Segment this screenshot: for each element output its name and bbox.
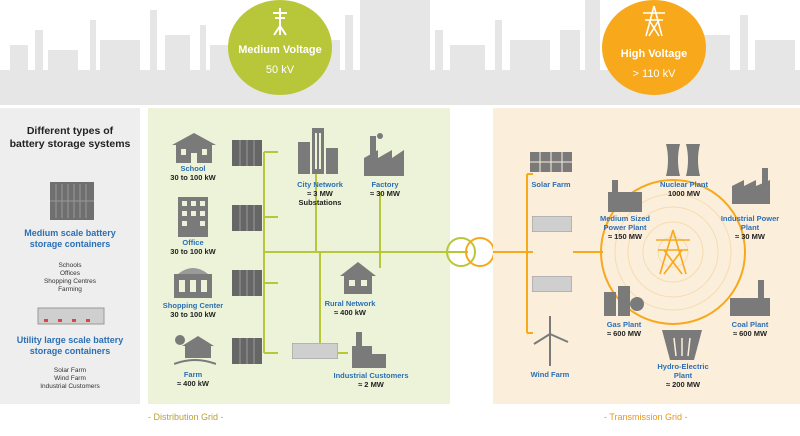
city-name: City Network xyxy=(297,180,343,189)
legend-medium-title: Medium scale battery storage containers xyxy=(24,228,116,249)
transmission-tower-icon xyxy=(643,5,665,37)
medium-plant-node: Medium Sized Power Plant≈ 150 MW xyxy=(596,214,654,241)
shopping-value: 30 to 100 kW xyxy=(170,310,216,319)
factory-node: Factory≈ 30 MW xyxy=(358,180,412,198)
legend-medium-item: Schools xyxy=(58,262,82,269)
battery-container-icon xyxy=(232,140,262,166)
legend-utility-item: Wind Farm xyxy=(54,375,86,382)
legend-medium-item: Farming xyxy=(58,286,82,293)
battery-container-icon xyxy=(50,182,94,220)
power-plant-icon xyxy=(608,180,642,212)
office-name: Office xyxy=(182,238,204,247)
shopping-center-icon xyxy=(174,268,212,298)
nuclear-value: 1000 MW xyxy=(667,189,701,198)
school-icon xyxy=(172,133,216,163)
utility-container-icon xyxy=(37,307,105,325)
house-icon xyxy=(340,262,376,294)
industrial-node: Industrial Customers≈ 2 MW xyxy=(326,371,416,389)
factory-name: Factory xyxy=(371,180,399,189)
rural-value: ≈ 400 kW xyxy=(333,308,367,317)
coal-value: ≈ 600 MW xyxy=(732,329,768,338)
transmission-tower-icon xyxy=(656,229,690,275)
wind-name: Wind Farm xyxy=(530,370,570,379)
hydro-plant-icon xyxy=(662,330,702,360)
hydro-value: ≈ 200 MW xyxy=(665,380,701,389)
school-name: School xyxy=(180,164,206,173)
hydro-name: Hydro-Electric Plant xyxy=(657,362,709,380)
medium-plant-value: ≈ 150 MW xyxy=(607,232,643,241)
legend-utility-item: Solar Farm xyxy=(53,367,87,374)
battery-container-icon xyxy=(232,338,262,364)
shopping-name: Shopping Center xyxy=(162,301,224,310)
battery-container-icon xyxy=(232,205,262,231)
legend-title: Different types of battery storage syste… xyxy=(9,125,131,150)
school-value: 30 to 100 kW xyxy=(170,173,216,182)
high-voltage-badge: High Voltage > 110 kV xyxy=(602,0,706,95)
solar-name: Solar Farm xyxy=(531,180,571,189)
legend-medium-item: Shopping Centres xyxy=(43,278,97,285)
high-voltage-title: High Voltage xyxy=(620,48,688,60)
gas-name: Gas Plant xyxy=(606,320,642,329)
transmission-grid-label: - Transmission Grid - xyxy=(604,412,688,422)
hydro-node: Hydro-Electric Plant≈ 200 MW xyxy=(652,362,714,389)
office-icon xyxy=(178,197,208,237)
medium-voltage-badge: Medium Voltage 50 kV xyxy=(228,0,332,95)
industrial-plant-icon xyxy=(732,168,770,204)
nuclear-plant-icon xyxy=(666,144,700,176)
gas-value: ≈ 600 MW xyxy=(606,329,642,338)
legend-utility-item: Industrial Customers xyxy=(40,383,100,390)
coal-node: Coal Plant≈ 600 MW xyxy=(722,320,778,338)
coal-name: Coal Plant xyxy=(731,320,769,329)
industrial-plant-name: Industrial Power Plant xyxy=(720,214,780,232)
industrial-plant-value: ≈ 30 MW xyxy=(735,232,765,241)
farm-node: Farm≈ 400 kW xyxy=(165,370,221,388)
wind-node: Wind Farm xyxy=(522,370,578,379)
legend-utility-title: Utility large scale battery storage cont… xyxy=(16,335,124,356)
industrial-value: ≈ 2 MW xyxy=(358,380,384,389)
transmission-connections xyxy=(493,173,746,334)
utility-container-icon xyxy=(532,276,572,292)
farm-icon xyxy=(174,335,216,365)
medium-voltage-title: Medium Voltage xyxy=(238,44,322,56)
office-value: 30 to 100 kW xyxy=(170,247,216,256)
industrial-plant-node: Industrial Power Plant≈ 30 MW xyxy=(720,214,780,241)
gas-plant-icon xyxy=(604,286,644,316)
gas-node: Gas Plant≈ 600 MW xyxy=(596,320,652,338)
city-value: ≈ 3 MW xyxy=(307,189,333,198)
distribution-connections xyxy=(263,151,493,354)
power-pole-icon xyxy=(273,8,287,36)
legend-medium-items: Schools Offices Shopping Centres Farming xyxy=(8,262,132,294)
wind-turbine-icon xyxy=(533,316,569,366)
industrial-name: Industrial Customers xyxy=(333,371,409,380)
farm-value: ≈ 400 kW xyxy=(176,379,210,388)
farm-name: Farm xyxy=(183,370,203,379)
distribution-grid-label: - Distribution Grid - xyxy=(148,412,224,422)
factory-value: ≈ 30 MW xyxy=(370,189,400,198)
legend-panel xyxy=(0,108,140,404)
coal-plant-icon xyxy=(730,280,770,316)
nuclear-name: Nuclear Plant xyxy=(660,180,708,189)
factory-icon xyxy=(364,133,404,176)
solar-panel-icon xyxy=(530,152,572,172)
battery-container-icon xyxy=(232,270,262,296)
utility-container-icon xyxy=(292,343,338,359)
medium-voltage-value: 50 kV xyxy=(265,64,295,76)
rural-node: Rural Network≈ 400 kW xyxy=(318,299,382,317)
legend-utility-items: Solar Farm Wind Farm Industrial Customer… xyxy=(8,367,132,391)
rural-name: Rural Network xyxy=(324,299,376,308)
industrial-icon xyxy=(352,332,386,368)
high-voltage-value: > 110 kV xyxy=(632,68,676,80)
solar-node: Solar Farm xyxy=(528,180,574,189)
medium-plant-name: Medium Sized Power Plant xyxy=(599,214,650,232)
legend-medium-item: Offices xyxy=(59,270,81,277)
utility-container-icon xyxy=(532,216,572,232)
city-extra: Substations xyxy=(298,198,342,207)
city-icon xyxy=(298,128,338,174)
